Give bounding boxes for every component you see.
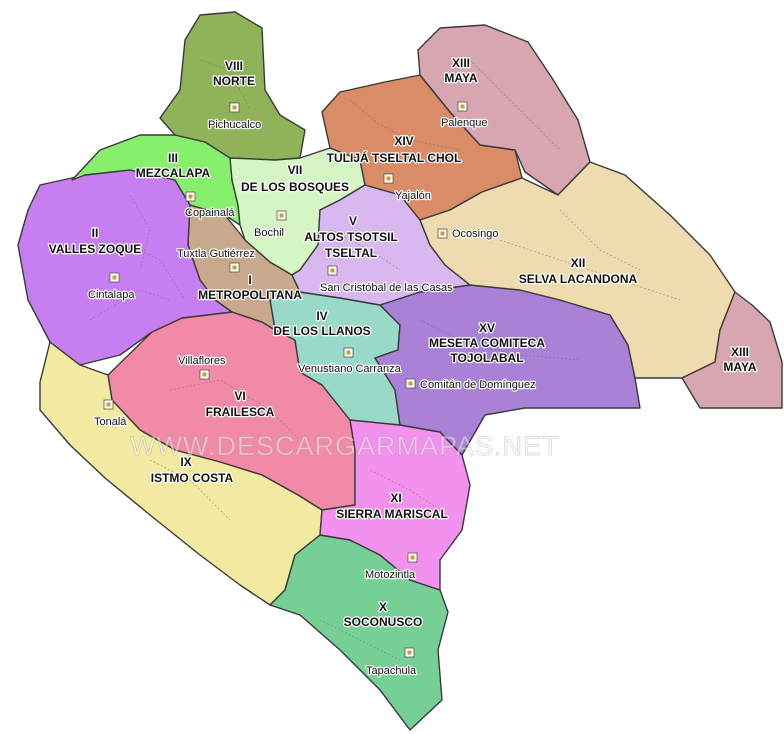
city-tapachula[interactable]: Tapachula	[365, 647, 418, 678]
region-labels: VIII NORTE XIII MAYA III MEZCALAPA VII D…	[48, 55, 759, 630]
city-ocosingo[interactable]: Ocosingo	[437, 227, 500, 241]
region-name-altos-line2: TSELTAL	[325, 246, 377, 260]
region-name-maya-east: MAYA	[723, 360, 756, 374]
region-name-frailesca: FRAILESCA	[206, 405, 275, 419]
city-label-bochil: Bochil	[254, 227, 284, 239]
region-number-selva-lacandona: XII	[571, 256, 586, 270]
city-label-ocosingo: Ocosingo	[452, 228, 498, 240]
region-name-valles-zoque: VALLES ZOQUE	[49, 242, 141, 256]
region-name-soconusco: SOCONUSCO	[344, 615, 423, 629]
city-markers: Pichucalco Palenque Yajalón Copainalá Bo…	[87, 101, 537, 678]
city-label-pichucalco: Pichucalco	[208, 119, 261, 131]
region-name-norte: NORTE	[213, 74, 255, 88]
city-yajalon[interactable]: Yajalón	[383, 173, 432, 203]
watermark-text: WWW.DESCARGARMAPAS.NET	[130, 431, 560, 461]
region-name-altos: ALTOS TSOTSIL	[304, 230, 398, 244]
region-name-meseta: MESETA COMITECA	[429, 336, 545, 350]
municipal-boundaries	[59, 59, 681, 661]
region-number-mezcalapa: III	[168, 151, 178, 165]
region-number-tulija: XIV	[394, 134, 413, 148]
region-name-sierra-mariscal: SIERRA MARISCAL	[336, 507, 448, 521]
city-cintalapa[interactable]: Cintalapa	[87, 272, 137, 302]
region-number-sierra-mariscal: XI	[390, 491, 401, 505]
city-label-motozintla: Motozintla	[365, 569, 416, 581]
city-pichucalco[interactable]: Pichucalco	[207, 102, 262, 132]
region-name-selva-lacandona: SELVA LACANDONA	[519, 272, 638, 286]
region-name-mezcalapa: MEZCALAPA	[136, 166, 211, 180]
region-number-soconusco: X	[379, 600, 387, 614]
city-label-palenque: Palenque	[441, 117, 488, 129]
region-name-meseta-line2: TOJOLABAL	[450, 351, 523, 365]
region-number-altos: V	[349, 214, 357, 228]
region-name-maya: MAYA	[444, 71, 477, 85]
city-bochil[interactable]: Bochil	[253, 210, 287, 240]
region-number-valles-zoque: II	[92, 226, 99, 240]
city-label-comitan: Comitán de Domínguez	[420, 379, 536, 391]
region-name-tulija: TULIJÁ TSELTAL CHOL	[327, 150, 462, 165]
region-polygons	[17, 11, 783, 731]
region-number-metropolitana: I	[248, 273, 251, 287]
region-name-istmo-costa: ISTMO COSTA	[151, 471, 234, 485]
city-label-san-cristobal: San Cristóbal de las Casas	[320, 282, 453, 294]
region-number-maya-east: XIII	[731, 345, 749, 359]
region-maya-east[interactable]	[681, 291, 783, 409]
city-label-copainala: Copainalá	[185, 207, 235, 219]
city-villaflores[interactable]: Villaflores	[177, 354, 227, 380]
region-number-frailesca: VI	[234, 389, 245, 403]
city-label-yajalon: Yajalón	[395, 190, 431, 202]
region-tulija-tseltal-chol[interactable]	[321, 74, 523, 221]
city-label-tuxtla-gutierrez: Tuxtla Gutiérrez	[177, 248, 255, 260]
region-number-bosques: VII	[288, 163, 303, 177]
city-label-tonala: Tonalá	[94, 416, 127, 428]
region-name-metropolitana: METROPOLITANA	[198, 288, 302, 302]
city-tonala[interactable]: Tonalá	[93, 399, 128, 429]
city-palenque[interactable]: Palenque	[440, 101, 489, 130]
city-label-tapachula: Tapachula	[366, 665, 417, 677]
region-sierra-mariscal[interactable]	[319, 419, 471, 591]
city-comitan[interactable]: Comitán de Domínguez	[405, 378, 537, 392]
city-san-cristobal[interactable]: San Cristóbal de las Casas	[319, 265, 454, 295]
region-number-maya: XIII	[452, 56, 470, 70]
region-number-meseta: XV	[479, 321, 495, 335]
region-name-bosques: DE LOS BOSQUES	[241, 180, 349, 194]
region-number-norte: VIII	[225, 59, 243, 73]
city-label-venustiano-carranza: Venustiano Carranza	[298, 363, 402, 375]
city-venustiano-carranza[interactable]: Venustiano Carranza	[297, 347, 403, 376]
city-label-cintalapa: Cintalapa	[88, 289, 135, 301]
city-tuxtla-gutierrez[interactable]: Tuxtla Gutiérrez	[176, 247, 256, 273]
region-norte[interactable]	[159, 11, 306, 161]
region-number-de-los-llanos: IV	[316, 309, 327, 323]
region-number-istmo-costa: IX	[180, 455, 191, 469]
city-label-villaflores: Villaflores	[178, 355, 226, 367]
region-name-de-los-llanos: DE LOS LLANOS	[273, 324, 370, 338]
city-motozintla[interactable]: Motozintla	[364, 552, 418, 582]
city-copainala[interactable]: Copainalá	[184, 191, 237, 220]
